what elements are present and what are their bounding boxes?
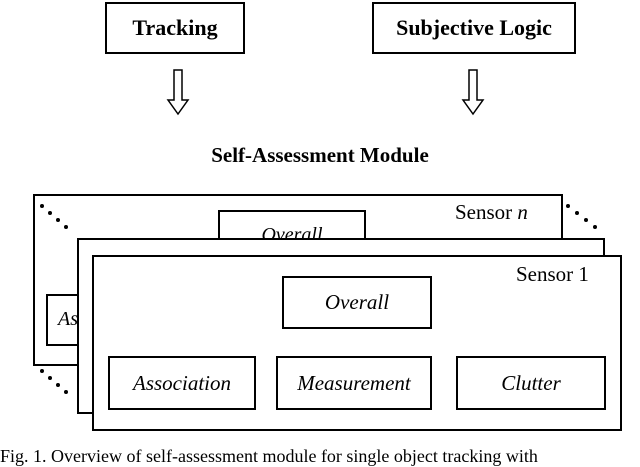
subjective-logic-label: Subjective Logic [396,15,552,40]
subjective-logic-box: Subjective Logic [372,2,576,54]
sensor-1-overall-box: Overall [282,276,432,329]
subjective-logic-arrow-icon [461,69,485,116]
figure-caption: Fig. 1. Overview of self-assessment modu… [0,446,538,466]
clutter-label: Clutter [501,370,561,395]
measurement-box: Measurement [276,356,432,410]
tracking-label: Tracking [132,15,218,40]
top-left-dots [40,204,68,229]
sensor-n-label: Sensor n [455,200,528,225]
sensor-n-association-label: As [58,308,78,330]
tracking-arrow-icon [166,69,190,116]
tracking-box: Tracking [105,2,245,54]
module-title: Self-Assessment Module [211,143,429,167]
association-box: Association [108,356,256,410]
sensor-n-var: n [517,200,528,224]
association-label: Association [133,370,231,395]
sensor-1-label: Sensor 1 [516,262,589,286]
bottom-left-dots [40,369,68,394]
sensor-1-overall-label: Overall [324,290,390,314]
top-right-dots [566,204,597,229]
clutter-box: Clutter [456,356,606,410]
sensor-n-prefix: Sensor [455,200,518,224]
measurement-label: Measurement [297,370,411,395]
